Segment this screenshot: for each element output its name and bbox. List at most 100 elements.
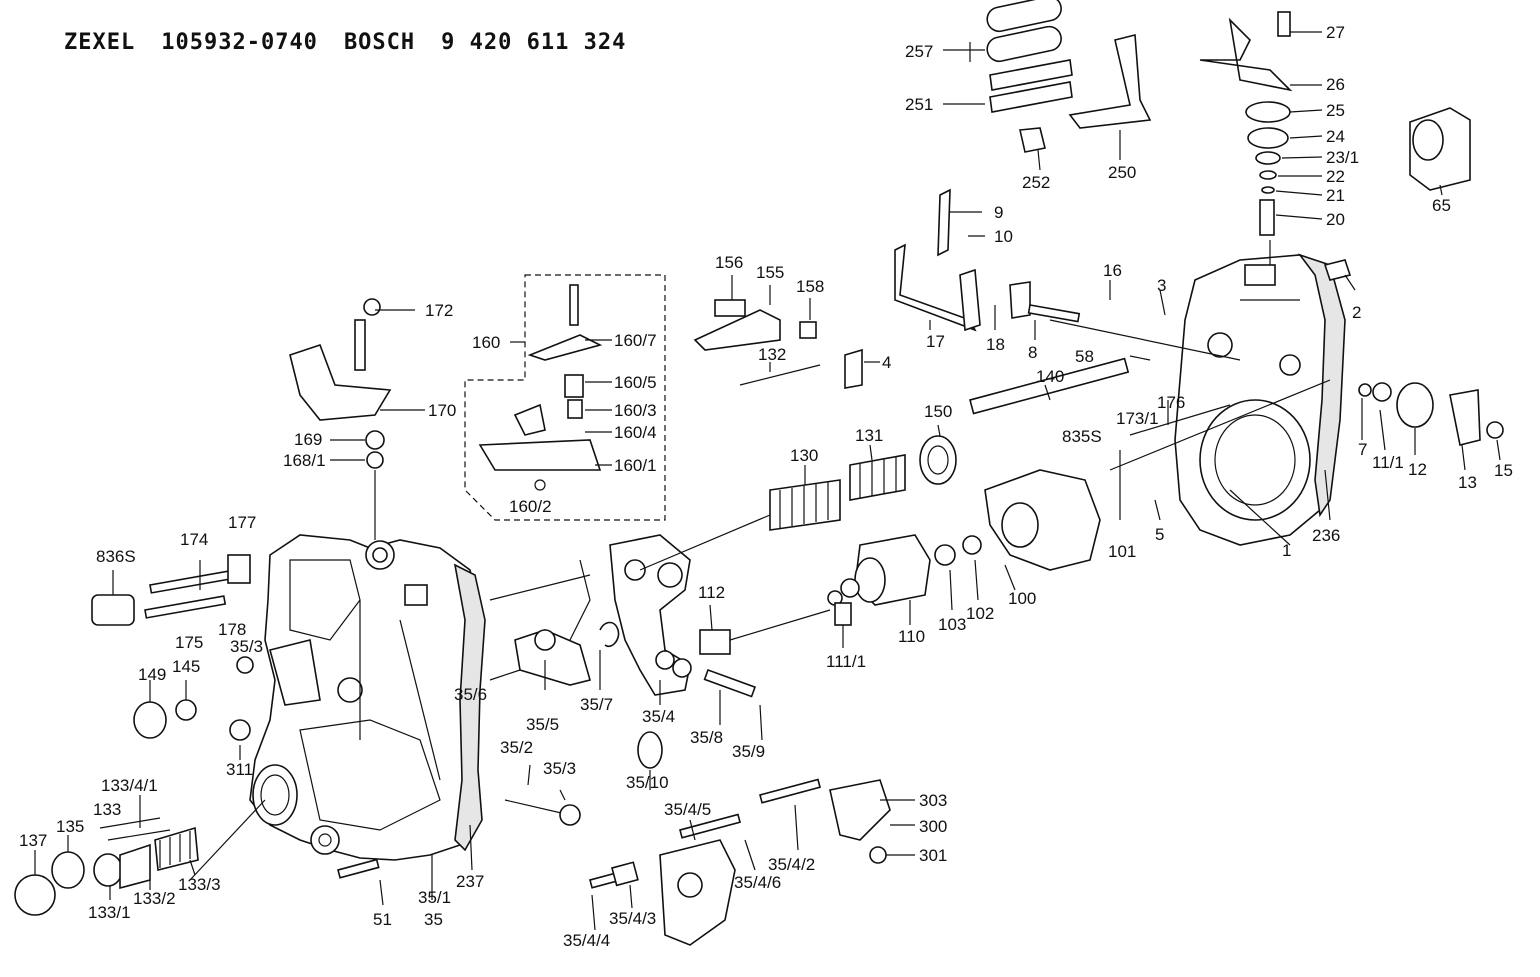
label-178: 178	[218, 620, 246, 639]
label-149: 149	[138, 665, 166, 684]
brand-zexel: ZEXEL	[64, 30, 136, 55]
label-160-2: 160/2	[509, 497, 552, 516]
label-35-4-4: 35/4/4	[563, 931, 610, 950]
label-133-2: 133/2	[133, 889, 176, 908]
label-158: 158	[796, 277, 824, 296]
label-251: 251	[905, 95, 933, 114]
label-140: 140	[1036, 367, 1064, 386]
label-16: 16	[1103, 261, 1122, 280]
label-35-4-3: 35/4/3	[609, 909, 656, 928]
label-51: 51	[373, 910, 392, 929]
label-130: 130	[790, 446, 818, 465]
label-173-1: 173/1	[1116, 409, 1159, 428]
label-35-3a: 35/3	[230, 637, 263, 656]
lever-assembly	[514, 534, 757, 769]
label-65: 65	[1432, 196, 1451, 215]
assembly-160	[478, 284, 603, 491]
label-133-4-1: 133/4/1	[101, 776, 158, 795]
lever-9-17	[894, 188, 1081, 332]
label-1: 1	[1282, 541, 1291, 560]
label-301: 301	[919, 846, 947, 865]
label-35-4: 35/4	[642, 707, 675, 726]
bottom-center-parts	[589, 778, 891, 946]
label-2: 2	[1352, 303, 1361, 322]
label-177: 177	[228, 513, 256, 532]
label-58: 58	[1075, 347, 1094, 366]
label-160-3: 160/3	[614, 401, 657, 420]
label-35-4-5: 35/4/5	[664, 800, 711, 819]
top-right-parts	[986, 0, 1471, 236]
label-170: 170	[428, 401, 456, 420]
label-150: 150	[924, 402, 952, 421]
linkage-parts	[693, 299, 863, 389]
label-135: 135	[56, 817, 84, 836]
label-101: 101	[1108, 542, 1136, 561]
cam-parts	[827, 469, 1101, 626]
axis-lines	[189, 240, 1331, 881]
label-35-7: 35/7	[580, 695, 613, 714]
label-112: 112	[698, 583, 725, 602]
pump-housing	[249, 534, 486, 861]
label-303: 303	[919, 791, 947, 810]
label-160-1: 160/1	[614, 456, 657, 475]
label-8: 8	[1028, 343, 1037, 362]
label-10: 10	[994, 227, 1013, 246]
label-156: 156	[715, 253, 743, 272]
label-110: 110	[898, 627, 925, 646]
leader-lines	[34, 31, 1501, 931]
part-labels: 257 251 252 250 27 26 25 24 23/1 22 21 2…	[19, 23, 1513, 950]
label-35-8: 35/8	[690, 728, 723, 747]
label-15: 15	[1494, 461, 1513, 480]
label-26: 26	[1326, 75, 1345, 94]
label-133: 133	[93, 800, 121, 819]
label-133-3: 133/3	[178, 875, 221, 894]
label-160-7: 160/7	[614, 331, 657, 350]
diagram-title: ZEXEL 105932-0740 BOSCH 9 420 611 324	[64, 30, 652, 55]
label-252: 252	[1022, 173, 1050, 192]
label-35-10: 35/10	[626, 773, 669, 792]
label-111-1: 111/1	[826, 652, 866, 671]
label-9: 9	[994, 203, 1003, 222]
label-13: 13	[1458, 473, 1477, 492]
label-133-1: 133/1	[88, 903, 131, 922]
label-24: 24	[1326, 127, 1345, 146]
left-side-parts	[91, 298, 392, 741]
zexel-part-number: 105932-0740	[161, 30, 318, 55]
label-23-1: 23/1	[1326, 148, 1359, 167]
label-35: 35	[424, 910, 443, 929]
label-237: 237	[456, 872, 484, 891]
label-176: 176	[1157, 393, 1185, 412]
label-3: 3	[1157, 276, 1166, 295]
label-20: 20	[1326, 210, 1345, 229]
label-175: 175	[175, 633, 203, 652]
label-160-4: 160/4	[614, 423, 657, 442]
shaft-and-springs	[769, 357, 1130, 531]
label-35-1: 35/1	[418, 888, 451, 907]
label-103: 103	[938, 615, 966, 634]
label-836S: 836S	[96, 547, 136, 566]
label-12: 12	[1408, 460, 1427, 479]
label-22: 22	[1326, 167, 1345, 186]
bosch-part-number: 9 420 611 324	[441, 30, 627, 55]
governor-housing	[1174, 253, 1346, 546]
right-side-parts	[1323, 259, 1504, 446]
label-250: 250	[1108, 163, 1136, 182]
label-18: 18	[986, 335, 1005, 354]
label-35-6: 35/6	[454, 685, 487, 704]
label-35-4-6: 35/4/6	[734, 873, 781, 892]
label-172: 172	[425, 301, 453, 320]
brand-bosch: BOSCH	[343, 30, 416, 55]
label-35-4-2: 35/4/2	[768, 855, 815, 874]
label-5: 5	[1155, 525, 1164, 544]
assembly-160-outline	[464, 274, 666, 521]
label-257: 257	[905, 42, 933, 61]
label-160-5: 160/5	[614, 373, 657, 392]
label-131: 131	[855, 426, 883, 445]
label-17: 17	[926, 332, 945, 351]
label-236: 236	[1312, 526, 1340, 545]
label-4: 4	[882, 353, 891, 372]
label-145: 145	[172, 657, 200, 676]
label-35-2: 35/2	[500, 738, 533, 757]
label-35-3b: 35/3	[543, 759, 576, 778]
